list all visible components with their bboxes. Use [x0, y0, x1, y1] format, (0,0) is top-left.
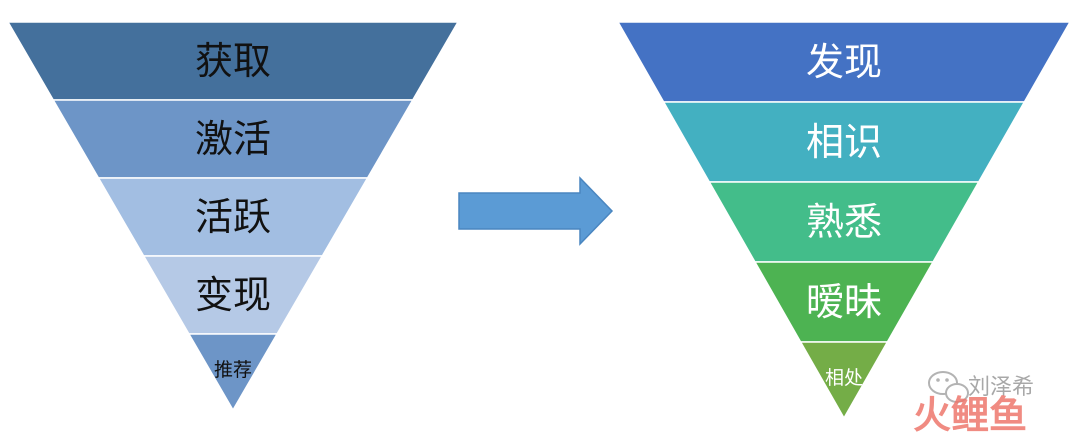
watermark-author: 刘泽希: [968, 375, 1034, 400]
left-funnel-stage-label: 获取: [195, 39, 271, 83]
right-funnel-stage-label: 相识: [806, 120, 882, 164]
left-funnel-stage-label: 推荐: [214, 359, 252, 381]
right-funnel-stage-5: [799, 341, 889, 420]
left-funnel-stage-5: [187, 333, 279, 412]
right-funnel-stage-label: 发现: [806, 40, 882, 84]
left-funnel-stage-label: 变现: [195, 273, 271, 317]
watermark: 刘泽希 火鲤鱼: [913, 371, 1034, 437]
left-funnel-stage-label: 活跃: [195, 195, 271, 239]
right-arrow-icon: [458, 176, 614, 246]
right-funnel-stage-label: 暧昧: [806, 280, 882, 324]
wechat-icon: [928, 371, 969, 403]
right-funnel-stage-label: 熟悉: [806, 200, 882, 244]
right-funnel-stage-label: 相处: [825, 367, 863, 389]
left-funnel-stage-label: 激活: [195, 117, 271, 161]
watermark-brand: 火鲤鱼: [913, 393, 1027, 437]
